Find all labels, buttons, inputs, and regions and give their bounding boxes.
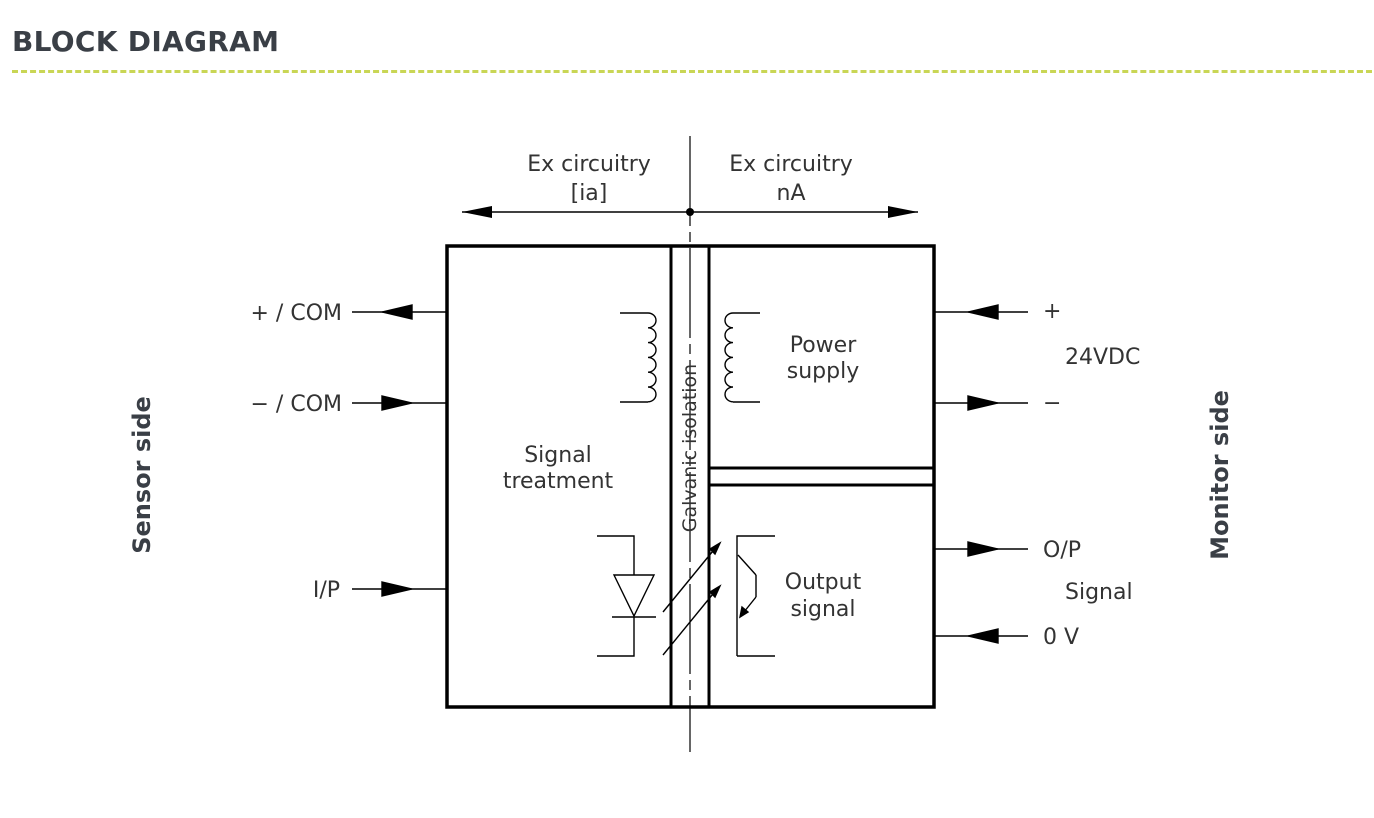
zero-volt-label: 0 V	[1043, 625, 1079, 650]
zone-left-line1: Ex circuitry	[527, 152, 651, 177]
supply-voltage-label: 24VDC	[1065, 345, 1140, 370]
zone-dimension	[462, 136, 918, 752]
output-signal-line2: signal	[790, 597, 855, 622]
power-supply-line1: Power	[790, 333, 857, 358]
zone-right-line2: nA	[777, 181, 806, 206]
signal-treatment-line1: Signal	[524, 443, 592, 468]
zone-left-arrowhead	[462, 206, 492, 218]
output-signal-line1: Output	[785, 570, 862, 595]
zero-arrowhead	[967, 628, 999, 644]
title-divider	[12, 70, 1372, 73]
transformer-coil-right	[724, 312, 760, 403]
zone-left-line2: [ia]	[571, 181, 608, 206]
transformer-coil-left	[620, 312, 657, 403]
output-arrowhead	[967, 541, 999, 557]
input-arrowhead	[381, 581, 413, 597]
plus-label: +	[1043, 299, 1061, 324]
minus-com-arrowhead	[381, 395, 413, 411]
phototransistor-icon	[736, 535, 775, 657]
minus-com-label: − / COM	[251, 392, 343, 417]
minus-label: −	[1043, 391, 1061, 416]
signal-treatment-line2: treatment	[503, 469, 614, 494]
page-title: BLOCK DIAGRAM	[12, 25, 280, 58]
signal-label: Signal	[1065, 580, 1133, 605]
sensor-connections	[352, 304, 447, 597]
monitor-side-label: Monitor side	[1206, 390, 1234, 560]
sensor-side-label: Sensor side	[128, 396, 156, 554]
plus-arrowhead	[967, 304, 999, 320]
led-diode-icon	[597, 535, 656, 657]
minus-arrowhead	[967, 395, 999, 411]
optical-arrows-icon	[662, 541, 722, 656]
zone-dot	[686, 208, 694, 216]
output-label: O/P	[1043, 538, 1081, 563]
zone-right-arrowhead	[888, 206, 918, 218]
zone-right-line1: Ex circuitry	[729, 152, 853, 177]
power-supply-line2: supply	[787, 359, 859, 384]
plus-com-arrowhead	[381, 304, 413, 320]
monitor-connections	[934, 304, 1028, 644]
galvanic-isolation-label: Galvanic isolation	[679, 364, 701, 532]
enclosure	[445, 244, 936, 709]
header: BLOCK DIAGRAM	[12, 22, 1372, 73]
plus-com-label: + / COM	[251, 301, 343, 326]
input-label: I/P	[313, 578, 340, 603]
